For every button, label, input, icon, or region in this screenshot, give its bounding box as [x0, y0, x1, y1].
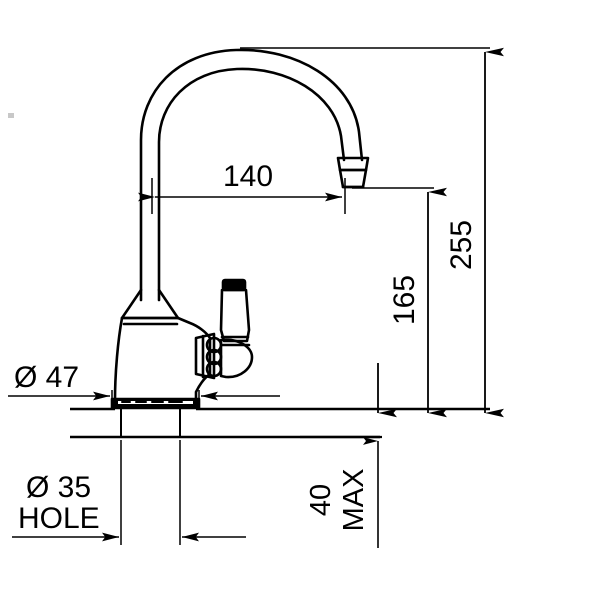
dim-label-255: 255 [445, 220, 478, 270]
ceramic-lever-handle [219, 288, 251, 343]
valve-housing [194, 332, 216, 380]
tap-body-shroud [113, 316, 212, 407]
dimension-mounting-hole: Ø 35 HOLE [12, 471, 246, 542]
dim-label-40: 40 [305, 484, 337, 516]
dimension-outlet-height: 165 [388, 187, 447, 418]
dim-label-40-max: MAX [338, 469, 370, 532]
dim-label-140: 140 [223, 160, 273, 193]
dim-label-47: Ø 47 [14, 361, 79, 394]
lever-handle-cap [221, 278, 247, 292]
gooseneck-inner-curve [157, 67, 346, 302]
dimension-spout-reach: 140 [138, 160, 342, 202]
dimension-deck-thickness: 40 MAX [305, 437, 379, 548]
extension-lines-group [111, 47, 490, 545]
dim-label-35: Ø 35 [26, 471, 91, 504]
dimension-overall-height: 255 [445, 47, 504, 418]
dim-label-35-hole: HOLE [18, 502, 100, 535]
dim-label-165: 165 [388, 275, 421, 325]
faucet-outline-group [110, 48, 370, 410]
dimension-base-diameter: Ø 47 [8, 361, 280, 401]
gooseneck-outer-curve [139, 48, 364, 302]
riser-column-flare [120, 288, 180, 320]
scan-artifact-mark [8, 113, 14, 118]
